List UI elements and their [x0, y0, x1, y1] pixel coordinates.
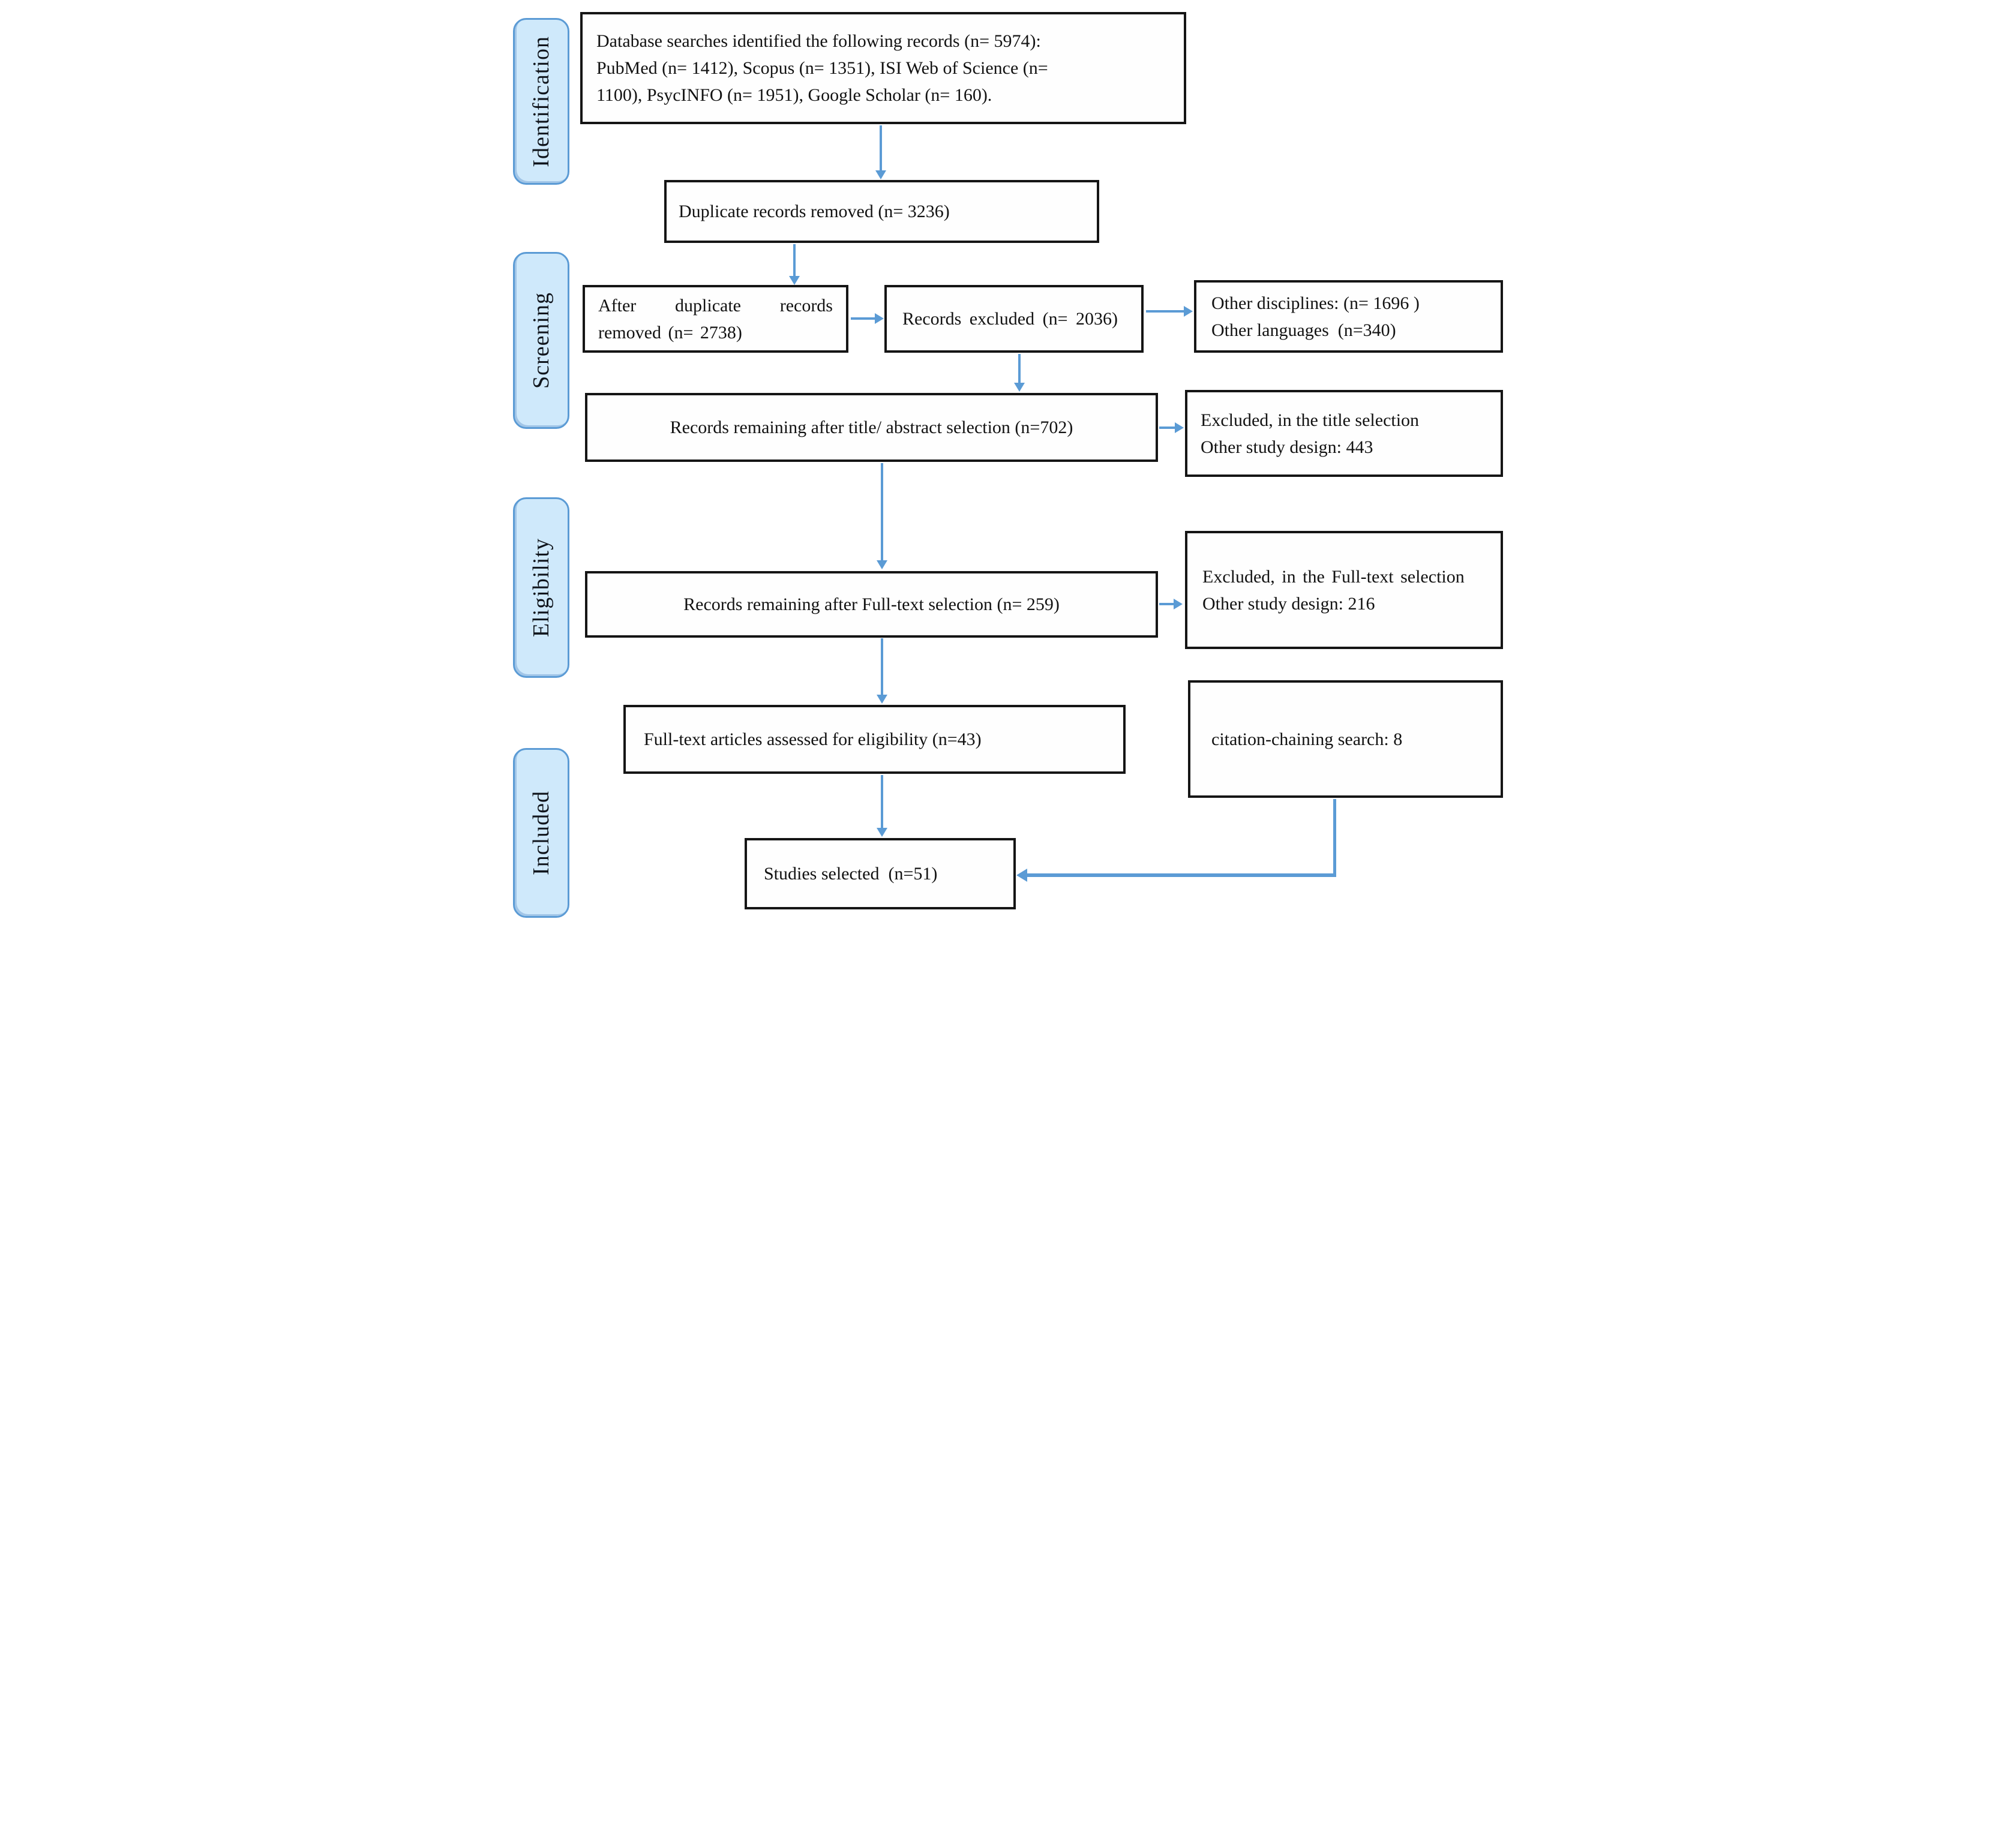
- box-citation-chaining-text: citation-chaining search: 8: [1211, 729, 1403, 749]
- arrow-shaft: [881, 775, 883, 829]
- box-duplicates-removed-text: Duplicate records removed (n= 3236): [679, 202, 950, 221]
- box-records-excluded: Records excluded (n= 2036): [884, 285, 1144, 353]
- stage-label-identification: Identification: [513, 18, 569, 185]
- arrow-shaft: [1146, 310, 1184, 313]
- box-records-excluded-text: Records excluded (n= 2036): [902, 309, 1118, 329]
- box-studies-selected: Studies selected (n=51): [745, 838, 1016, 909]
- arrow-head-down-icon: [789, 276, 800, 285]
- arrow-head-right-icon: [875, 313, 884, 324]
- box-fulltext-assessed-text: Full-text articles assessed for eligibil…: [644, 729, 982, 749]
- box-exclusion-reasons-text: Other disciplines: (n= 1696 ) Other lang…: [1211, 293, 1420, 340]
- box-excluded-title-selection: Excluded, in the title selection Other s…: [1185, 390, 1503, 477]
- arrow-head-right-icon: [1184, 306, 1193, 317]
- box-citation-chaining: citation-chaining search: 8: [1188, 680, 1503, 798]
- box-exclusion-reasons: Other disciplines: (n= 1696 ) Other lang…: [1194, 280, 1503, 353]
- box-fulltext-assessed: Full-text articles assessed for eligibil…: [623, 705, 1126, 774]
- arrow-head-right-icon: [1174, 599, 1183, 609]
- box-title-abstract-selection-text: Records remaining after title/ abstract …: [670, 418, 1073, 437]
- stage-label-eligibility-text: Eligibility: [529, 537, 554, 638]
- stage-label-included-text: Included: [529, 791, 554, 875]
- stage-label-identification-text: Identification: [529, 35, 554, 167]
- box-after-duplicates-removed: After duplicate records removed (n= 2738…: [583, 285, 848, 353]
- arrow-shaft: [881, 638, 883, 696]
- box-duplicates-removed: Duplicate records removed (n= 3236): [664, 180, 1099, 243]
- arrow-shaft: [881, 463, 883, 561]
- arrow-shaft: [1159, 603, 1175, 605]
- stage-label-included: Included: [513, 748, 569, 918]
- box-studies-selected-text: Studies selected (n=51): [764, 864, 938, 884]
- stage-label-eligibility: Eligibility: [513, 497, 569, 678]
- stage-label-screening-text: Screening: [529, 292, 554, 389]
- arrow-head-left-icon: [1016, 869, 1027, 882]
- arrow-shaft: [1333, 799, 1336, 876]
- box-after-duplicates-removed-text: After duplicate records removed (n= 2738…: [598, 295, 840, 343]
- prisma-flow-diagram: Identification Screening Eligibility Inc…: [504, 0, 1512, 918]
- box-excluded-fulltext-selection-line2: Other study design: 216: [1202, 593, 1375, 614]
- arrow-head-right-icon: [1175, 422, 1184, 433]
- box-fulltext-selection: Records remaining after Full-text select…: [585, 571, 1158, 638]
- arrow-shaft: [1018, 354, 1021, 384]
- arrow-head-down-icon: [875, 170, 886, 179]
- arrow-head-down-icon: [877, 560, 887, 569]
- box-excluded-fulltext-selection: Excluded, in the Full-text selection Oth…: [1185, 531, 1503, 649]
- box-database-searches-text: Database searches identified the followi…: [596, 31, 1048, 105]
- box-database-searches: Database searches identified the followi…: [580, 12, 1186, 124]
- arrow-head-down-icon: [877, 695, 887, 704]
- arrow-shaft: [1027, 873, 1336, 877]
- box-excluded-fulltext-selection-line1: Excluded, in the Full-text selection: [1202, 566, 1465, 587]
- arrow-head-down-icon: [877, 828, 887, 837]
- box-excluded-title-selection-text: Excluded, in the title selection Other s…: [1201, 410, 1420, 457]
- box-title-abstract-selection: Records remaining after title/ abstract …: [585, 393, 1158, 462]
- arrow-shaft: [1159, 427, 1176, 429]
- arrow-shaft: [851, 317, 876, 320]
- arrow-head-down-icon: [1014, 383, 1025, 392]
- arrow-shaft: [793, 244, 796, 277]
- arrow-shaft: [880, 125, 882, 172]
- stage-label-screening: Screening: [513, 252, 569, 429]
- box-fulltext-selection-text: Records remaining after Full-text select…: [683, 594, 1060, 614]
